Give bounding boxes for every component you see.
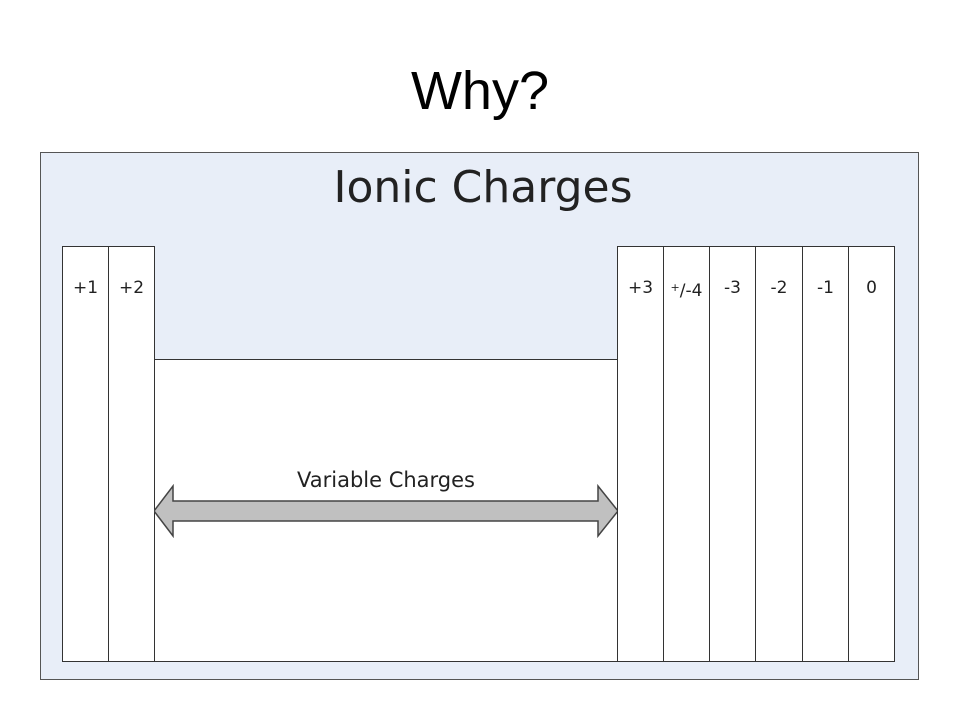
charge-label: +2 — [118, 278, 145, 298]
charge-label: -1 — [817, 278, 834, 298]
variable-charges-label: Variable Charges — [297, 468, 475, 492]
charge-label: +1 — [72, 278, 99, 298]
charge-label: 0 — [866, 278, 877, 298]
charge-label-prefix: + — [670, 281, 680, 294]
charge-column-plus-3: +3 — [617, 246, 664, 662]
charge-column-plus-minus-4: +/-4 — [663, 246, 710, 662]
slide-title: Why? — [410, 61, 550, 121]
charge-label: +3 — [627, 278, 654, 298]
charge-label: -2 — [770, 278, 788, 298]
charge-column-plus-2: +2 — [108, 246, 155, 662]
diagram-title: Ionic Charges — [333, 162, 633, 213]
charge-column-minus-3: -3 — [709, 246, 756, 662]
charge-column-zero: 0 — [848, 246, 895, 662]
charge-column-minus-1: -1 — [802, 246, 849, 662]
charge-column-minus-2: -2 — [755, 246, 803, 662]
charge-label-main: /-4 — [679, 281, 703, 301]
charge-label: -3 — [724, 278, 741, 298]
charge-label: +/-4 — [664, 277, 709, 302]
double-headed-arrow-icon — [154, 484, 619, 538]
charge-column-plus-1: +1 — [62, 246, 109, 662]
